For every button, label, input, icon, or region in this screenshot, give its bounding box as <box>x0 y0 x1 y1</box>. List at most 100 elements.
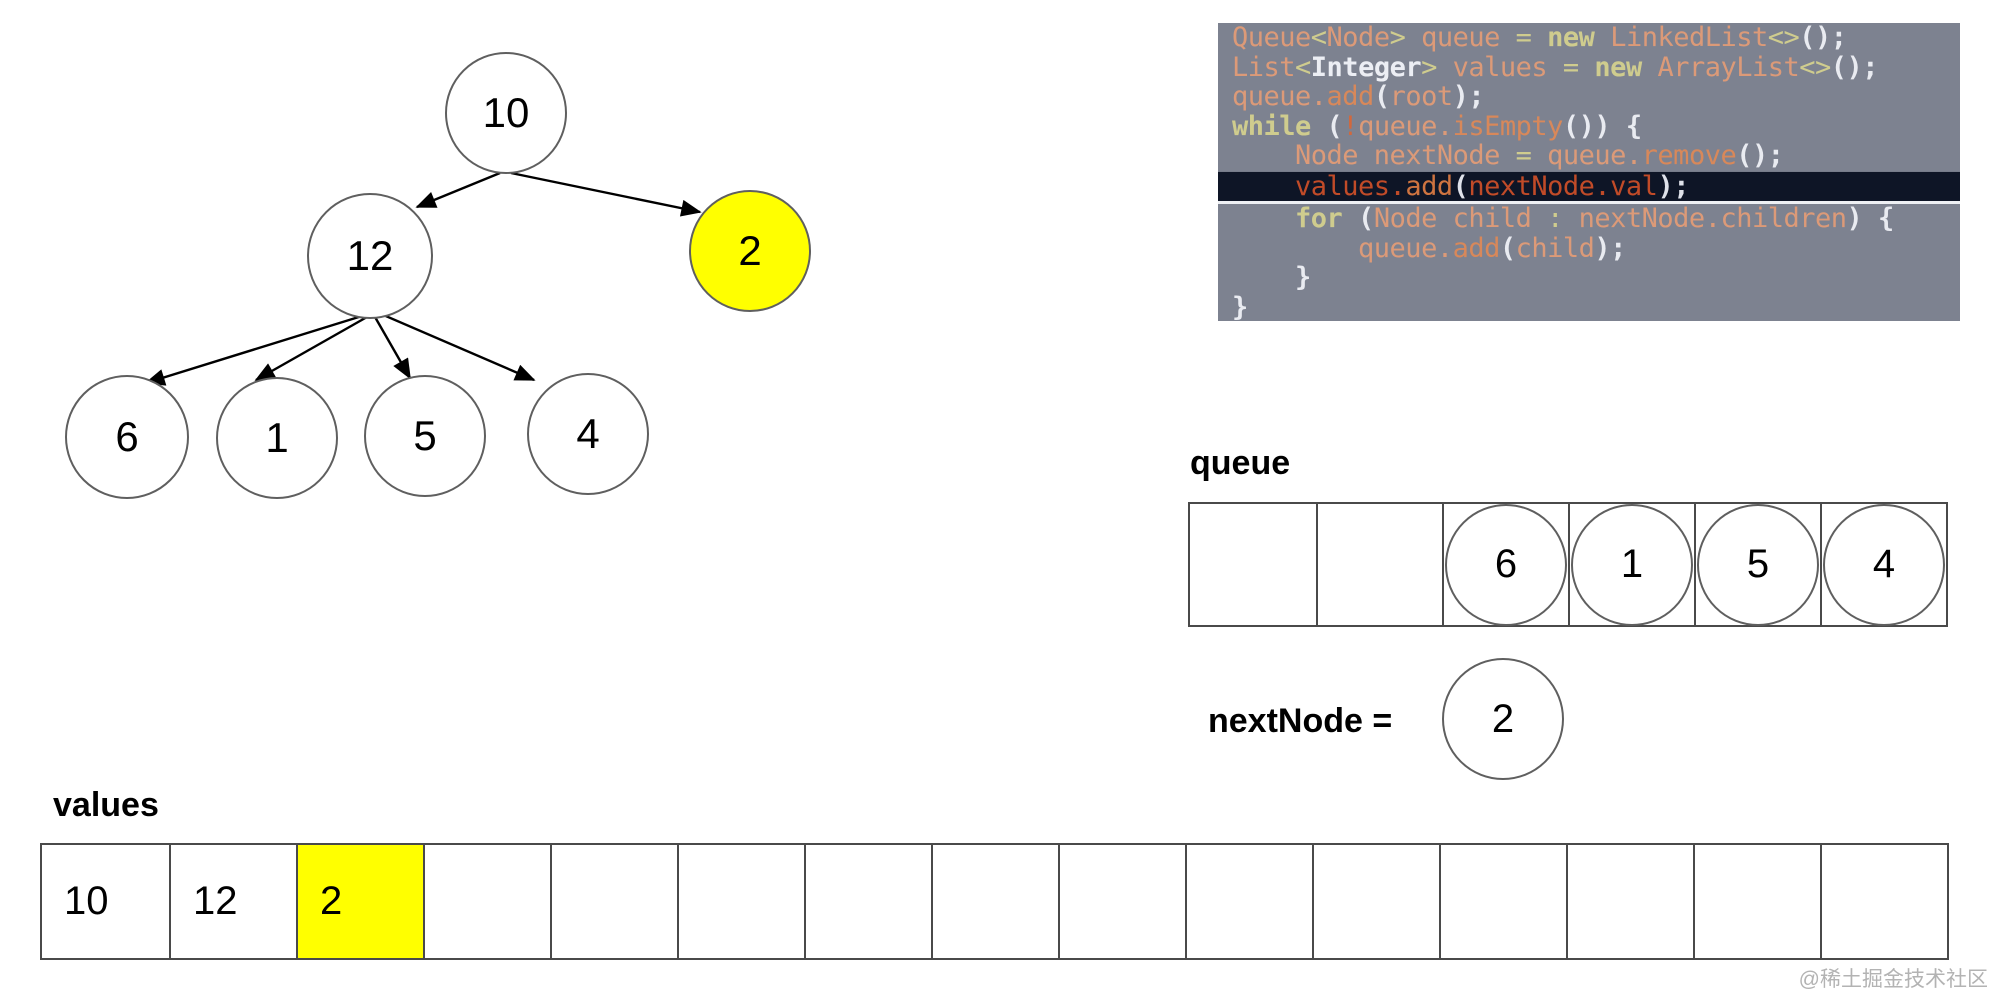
code-token: } <box>1232 262 1311 293</box>
code-token: add <box>1326 81 1375 112</box>
values-cell-empty <box>677 845 804 958</box>
nextnode-value: 2 <box>1491 696 1515 741</box>
code-line-highlighted: values.add(nextNode.val); <box>1218 170 1960 204</box>
code-line: Node nextNode = queue.remove(); <box>1218 141 1960 171</box>
tree-node-1: 1 <box>216 377 338 499</box>
code-token: new <box>1531 23 1595 53</box>
code-token: <> <box>1767 23 1800 53</box>
code-token: queue. <box>1232 81 1327 112</box>
queue-cell: 4 <box>1820 503 1946 626</box>
values-cell-empty <box>1312 845 1439 958</box>
code-token: = <box>1515 23 1532 53</box>
code-token: add <box>1405 170 1453 202</box>
queue-label: queue <box>1190 444 1291 482</box>
tree-node-12: 12 <box>307 193 433 319</box>
code-line: List<Integer> values = new ArrayList<>()… <box>1218 51 1960 83</box>
code-token: (); <box>1799 23 1847 53</box>
tree-edge-10-12 <box>415 171 501 209</box>
tree-node-4: 4 <box>527 373 649 495</box>
code-line: Queue<Node> queue = new LinkedList<>(); <box>1218 23 1960 53</box>
values-cell-empty <box>1439 845 1566 958</box>
code-token: queue. <box>1531 140 1642 171</box>
values-label: values <box>53 786 159 824</box>
code-snippet: Queue<Node> queue = new LinkedList<>();L… <box>1218 23 1960 321</box>
tree-node-5: 5 <box>364 375 486 497</box>
code-token: <> <box>1799 51 1831 83</box>
values-cell-empty <box>423 845 550 958</box>
queue-item-circle: 6 <box>1445 503 1567 626</box>
nextnode-label: nextNode = <box>1208 702 1393 740</box>
code-token: > <box>1389 23 1406 53</box>
queue-cell-empty <box>1190 504 1316 625</box>
code-line: } <box>1218 291 1960 321</box>
code-token: ); <box>1594 232 1626 264</box>
values-cell-empty <box>1693 845 1820 958</box>
code-token: nextNode.val <box>1468 170 1658 202</box>
code-token: Node nextNode <box>1232 140 1516 171</box>
tree-edge-12-6 <box>144 314 363 386</box>
code-token: > <box>1421 51 1437 83</box>
queue-cell: 6 <box>1442 503 1568 626</box>
code-token: while <box>1232 110 1311 142</box>
code-token: ); <box>1657 170 1689 202</box>
code-token: Node <box>1326 23 1391 53</box>
queue-item-circle: 1 <box>1571 503 1693 626</box>
tree-edge-12-4 <box>380 312 536 382</box>
code-token: remove <box>1641 140 1737 171</box>
queue-cell-empty <box>1316 504 1442 625</box>
code-token: = <box>1515 140 1532 171</box>
code-line: queue.add(child); <box>1218 232 1960 264</box>
values-cell-empty <box>931 845 1058 958</box>
code-token: } <box>1232 291 1248 321</box>
code-token: LinkedList <box>1594 23 1768 53</box>
code-token: < <box>1310 23 1327 53</box>
queue-cell: 1 <box>1568 503 1694 626</box>
code-token: (); <box>1736 140 1784 171</box>
code-token: ()) { <box>1562 110 1642 142</box>
code-token: = <box>1562 51 1579 83</box>
values-cell-empty <box>804 845 931 958</box>
nextnode-circle: 2 <box>1442 658 1564 780</box>
code-token: Integer <box>1310 51 1422 83</box>
code-token: ( <box>1310 110 1343 142</box>
code-token: queue. <box>1232 232 1453 264</box>
queue-item-circle: 4 <box>1823 503 1945 626</box>
code-token: : <box>1547 203 1563 234</box>
watermark: @稀土掘金技术社区 <box>1798 968 1988 991</box>
code-token: ) { <box>1846 203 1895 234</box>
values-cell-empty <box>1058 845 1185 958</box>
code-token: ( <box>1373 81 1390 112</box>
code-token: new <box>1578 51 1642 83</box>
code-token: ( <box>1452 170 1469 202</box>
values-cell-highlighted: 2 <box>296 845 423 958</box>
code-token: root <box>1389 81 1454 112</box>
values-cell-empty <box>1185 845 1312 958</box>
tree-edge-10-2 <box>510 171 702 217</box>
code-token: values. <box>1232 170 1406 202</box>
code-token: List <box>1232 51 1296 83</box>
code-token: queue <box>1405 23 1516 53</box>
code-line: queue.add(root); <box>1218 82 1960 112</box>
values-cell: 12 <box>169 845 296 958</box>
code-token: Queue <box>1232 23 1311 53</box>
code-token: queue. <box>1358 110 1453 142</box>
code-token: ! <box>1342 110 1359 142</box>
tree-node-10: 10 <box>445 52 567 174</box>
queue-cell: 5 <box>1694 503 1820 626</box>
code-line: while (!queue.isEmpty()) { <box>1218 110 1960 142</box>
code-token: (); <box>1830 51 1879 83</box>
values-cell-empty <box>1820 845 1947 958</box>
code-token: ( <box>1499 232 1516 264</box>
code-token: for <box>1232 203 1343 234</box>
code-line: } <box>1218 263 1960 293</box>
tree-node-6: 6 <box>65 375 189 499</box>
code-token: Node child <box>1373 203 1548 234</box>
code-token: < <box>1295 51 1311 83</box>
tree-edge-12-5 <box>373 316 412 380</box>
code-line: for (Node child : nextNode.children) { <box>1218 204 1960 234</box>
code-token: ArrayList <box>1641 51 1800 83</box>
tree-edges <box>144 171 702 386</box>
